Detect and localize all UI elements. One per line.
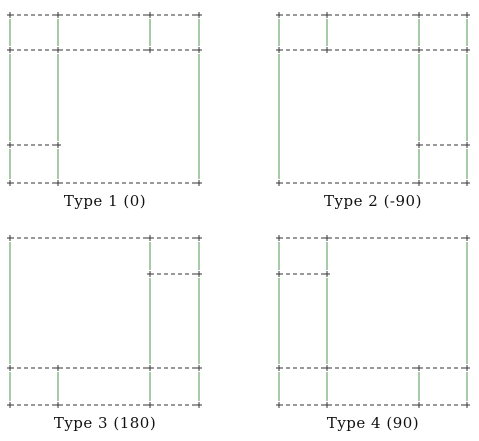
diagram-3-corner — [196, 402, 202, 408]
diagram-2-corner — [416, 142, 422, 148]
caption-type-1: Type 1 (0) — [63, 192, 147, 210]
diagram-1-corner — [7, 47, 13, 53]
caption-type-3: Type 3 (180) — [53, 414, 157, 432]
diagram-2-corner — [416, 180, 422, 186]
diagram-4-corner — [324, 235, 330, 241]
diagram-2-corner — [324, 47, 330, 53]
diagram-4-corner — [324, 402, 330, 408]
diagram-2-corner — [464, 142, 470, 148]
diagram-4-corner — [416, 402, 422, 408]
diagram-1-corner — [55, 142, 61, 148]
diagram-3-corner — [55, 402, 61, 408]
diagram-4-corner — [324, 271, 330, 277]
diagram-3-corner — [147, 365, 153, 371]
diagram-4-corner — [324, 365, 330, 371]
diagram-1-corner — [7, 12, 13, 18]
diagram-2-corner — [276, 180, 282, 186]
diagram-4-corner — [416, 365, 422, 371]
diagram-4-corner — [276, 365, 282, 371]
diagram-4-corner — [464, 365, 470, 371]
diagram-3-corner — [7, 235, 13, 241]
diagram-2-corner — [464, 180, 470, 186]
diagram-1-corner — [147, 12, 153, 18]
diagram-4-corner — [464, 402, 470, 408]
diagram-3-corner — [7, 402, 13, 408]
diagram-1-corner — [147, 47, 153, 53]
diagram-2-corner — [276, 47, 282, 53]
diagram-1-corner — [196, 47, 202, 53]
diagram-2-corner — [324, 12, 330, 18]
caption-type-4: Type 4 (90) — [326, 414, 420, 432]
diagram-3-corner — [55, 365, 61, 371]
diagram-2-corner — [416, 47, 422, 53]
diagram-3-corner — [147, 271, 153, 277]
caption-type-2: Type 2 (-90) — [324, 192, 422, 210]
diagram-4-corner — [276, 235, 282, 241]
diagram-3-corner — [147, 402, 153, 408]
diagram-1-corner — [55, 180, 61, 186]
diagram-3-corner — [196, 365, 202, 371]
diagram-4-corner — [276, 402, 282, 408]
diagram-4-corner — [464, 235, 470, 241]
diagram-2-corner — [464, 12, 470, 18]
diagram-2-corner — [416, 12, 422, 18]
diagram-4-corner — [276, 271, 282, 277]
diagram-1-corner — [55, 47, 61, 53]
diagram-1-corner — [7, 180, 13, 186]
diagram-1-corner — [196, 180, 202, 186]
diagram-3-corner — [7, 365, 13, 371]
diagram-1-corner — [7, 142, 13, 148]
diagram-1-corner — [55, 12, 61, 18]
diagram-3-corner — [196, 271, 202, 277]
diagram-3-corner — [147, 235, 153, 241]
diagram-3-corner — [196, 235, 202, 241]
diagram-1-corner — [196, 12, 202, 18]
diagram-2-corner — [276, 12, 282, 18]
diagram-2-corner — [464, 47, 470, 53]
